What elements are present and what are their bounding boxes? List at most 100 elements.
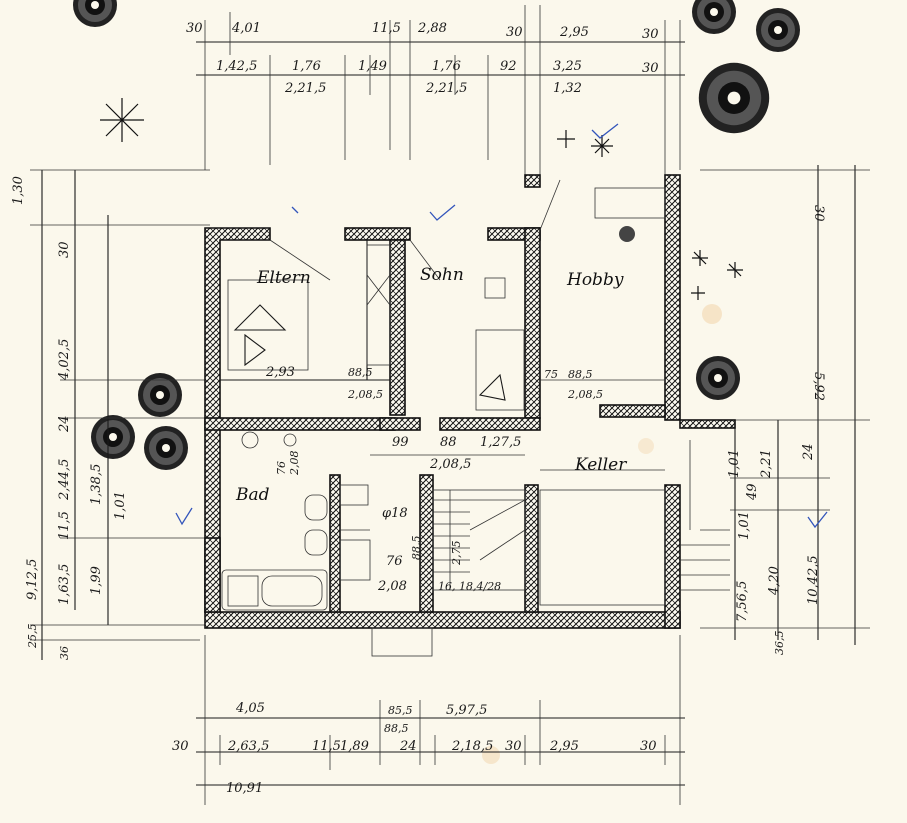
dim-top-2d: 1,76 [432,59,461,74]
room-label-hobby: Hobby [566,270,624,290]
dim-int-12: φ18 [382,506,408,521]
dim-top-2g: 30 [642,61,659,76]
dim-bottom-2f: 2,18,5 [451,739,493,754]
dim-bottom-2a: 30 [172,739,189,754]
dim-int-1: 88,5 [348,366,373,379]
dim-int-13: 76 [386,554,403,569]
dim-top-2h: 2,21,5 [284,81,326,96]
dim-right-f: 1,01 [737,511,752,540]
dim-left-e: 2,44,5 [57,459,72,501]
dim-right-a: 30 [811,205,826,222]
lamp-icon [619,226,635,242]
dim-top-2c: 1,49 [358,59,387,74]
dim-right-h: 4,20 [767,566,782,596]
dim-right-g: 49 [745,483,760,501]
dim-bottom-2d: 1,89 [340,739,369,754]
dim-bottom-2h: 2,95 [549,739,579,754]
dim-int-7: 88 [440,435,457,450]
dim-right-b: 5,92 [811,372,826,401]
dim-int-3: 75 [544,368,558,381]
tree-icon [73,0,117,27]
tree-icon [91,415,135,459]
annotation-marks [175,123,828,529]
dim-int-15: 2,75 [450,541,463,567]
tree-icon [698,62,770,134]
dim-left-b: 30 [57,241,72,258]
dim-bottom-1b: 85,5 [388,704,413,717]
tree-icon [144,426,188,470]
dim-right-j: 7,56,5 [735,581,750,622]
dim-top-1a: 30 [186,21,203,36]
dim-left-f: 1,38,5 [89,464,104,505]
dim-top-1e: 30 [506,25,523,40]
dim-right-i: 10,42,5 [806,555,821,605]
dim-top-2f: 3,25 [553,59,582,74]
tree-icon [756,8,800,52]
dim-int-4: 88,5 [568,368,593,381]
dim-stair: 16, 18,4/28 [438,580,501,593]
interior-lines [220,179,730,657]
dim-bottom-1d: 88,5 [384,722,409,735]
dim-bottom-total: 10,91 [226,781,263,796]
dim-int-6: 99 [392,435,409,450]
dim-int-9: 2,08,5 [429,457,471,472]
stain [638,438,654,454]
dimension-lines-top [196,5,685,180]
dim-int-10: 76 [275,461,288,475]
room-label-sohn: Sohn [420,265,464,285]
dim-int-2: 2,08,5 [347,388,383,401]
dim-left-k: 9,12,5 [25,559,40,600]
dim-right-c: 1,01 [727,449,742,478]
dim-left-j: 1,99 [89,566,104,595]
dim-left-l: 25,5 [26,624,39,650]
room-label-bad: Bad [235,485,270,505]
dim-int-14: 88,5 [410,536,423,561]
dim-bottom-1a: 4,05 [235,701,265,716]
dimension-lines-bottom [196,635,685,805]
dim-top-2a: 1,42,5 [216,59,257,74]
dim-bottom-1c: 5,97,5 [446,703,487,718]
tree-icon [696,356,740,400]
dim-bottom-2e: 24 [399,739,417,754]
dim-left-h: 1,01 [113,491,128,520]
dim-top-1f: 2,95 [559,25,589,40]
dim-right-k: 36,5 [773,631,786,656]
shrub-icon [100,98,743,300]
dim-int-11: 2,08 [288,451,301,477]
dim-top-1d: 2,88 [417,21,447,36]
dim-top-2i: 2,21,5 [425,81,467,96]
dim-eltern-width: 2,93 [265,365,295,380]
room-label-eltern: Eltern [256,268,311,288]
dim-top-1b: 4,01 [231,21,261,36]
dim-left-m: 36 [58,646,71,660]
dim-top-1g: 30 [642,27,659,42]
stain [702,304,722,324]
dim-left-c: 4,02,5 [57,339,72,381]
stain [482,746,500,764]
dim-bottom-2i: 30 [640,739,657,754]
dim-left-d: 24 [57,415,72,433]
dim-right-d: 2,21 [759,449,774,479]
dim-int-5: 2,08,5 [567,388,603,401]
staircase [432,440,730,591]
tree-icon [692,0,736,34]
dim-bottom-2b: 2,63,5 [227,739,269,754]
dim-top-2e: 92 [500,59,517,74]
dim-top-2j: 1,32 [553,81,582,96]
dim-right-e: 24 [801,443,816,461]
dimension-lines-left [30,169,210,660]
dim-bottom-2g: 30 [505,739,522,754]
dim-int-8: 1,27,5 [480,435,521,450]
dim-left-a: 1,30 [11,176,26,205]
dim-left-i: 1,63,5 [57,564,72,605]
room-label-keller: Keller [574,455,627,475]
dim-left-g: 11,5 [57,511,72,540]
dim-int-16: 2,08 [377,579,407,594]
walls [204,174,736,629]
dim-top-2b: 1,76 [292,59,321,74]
dim-bottom-2c: 11,5 [312,739,341,754]
dim-top-1c: 11,5 [372,21,401,36]
dimension-lines-right [700,165,870,645]
